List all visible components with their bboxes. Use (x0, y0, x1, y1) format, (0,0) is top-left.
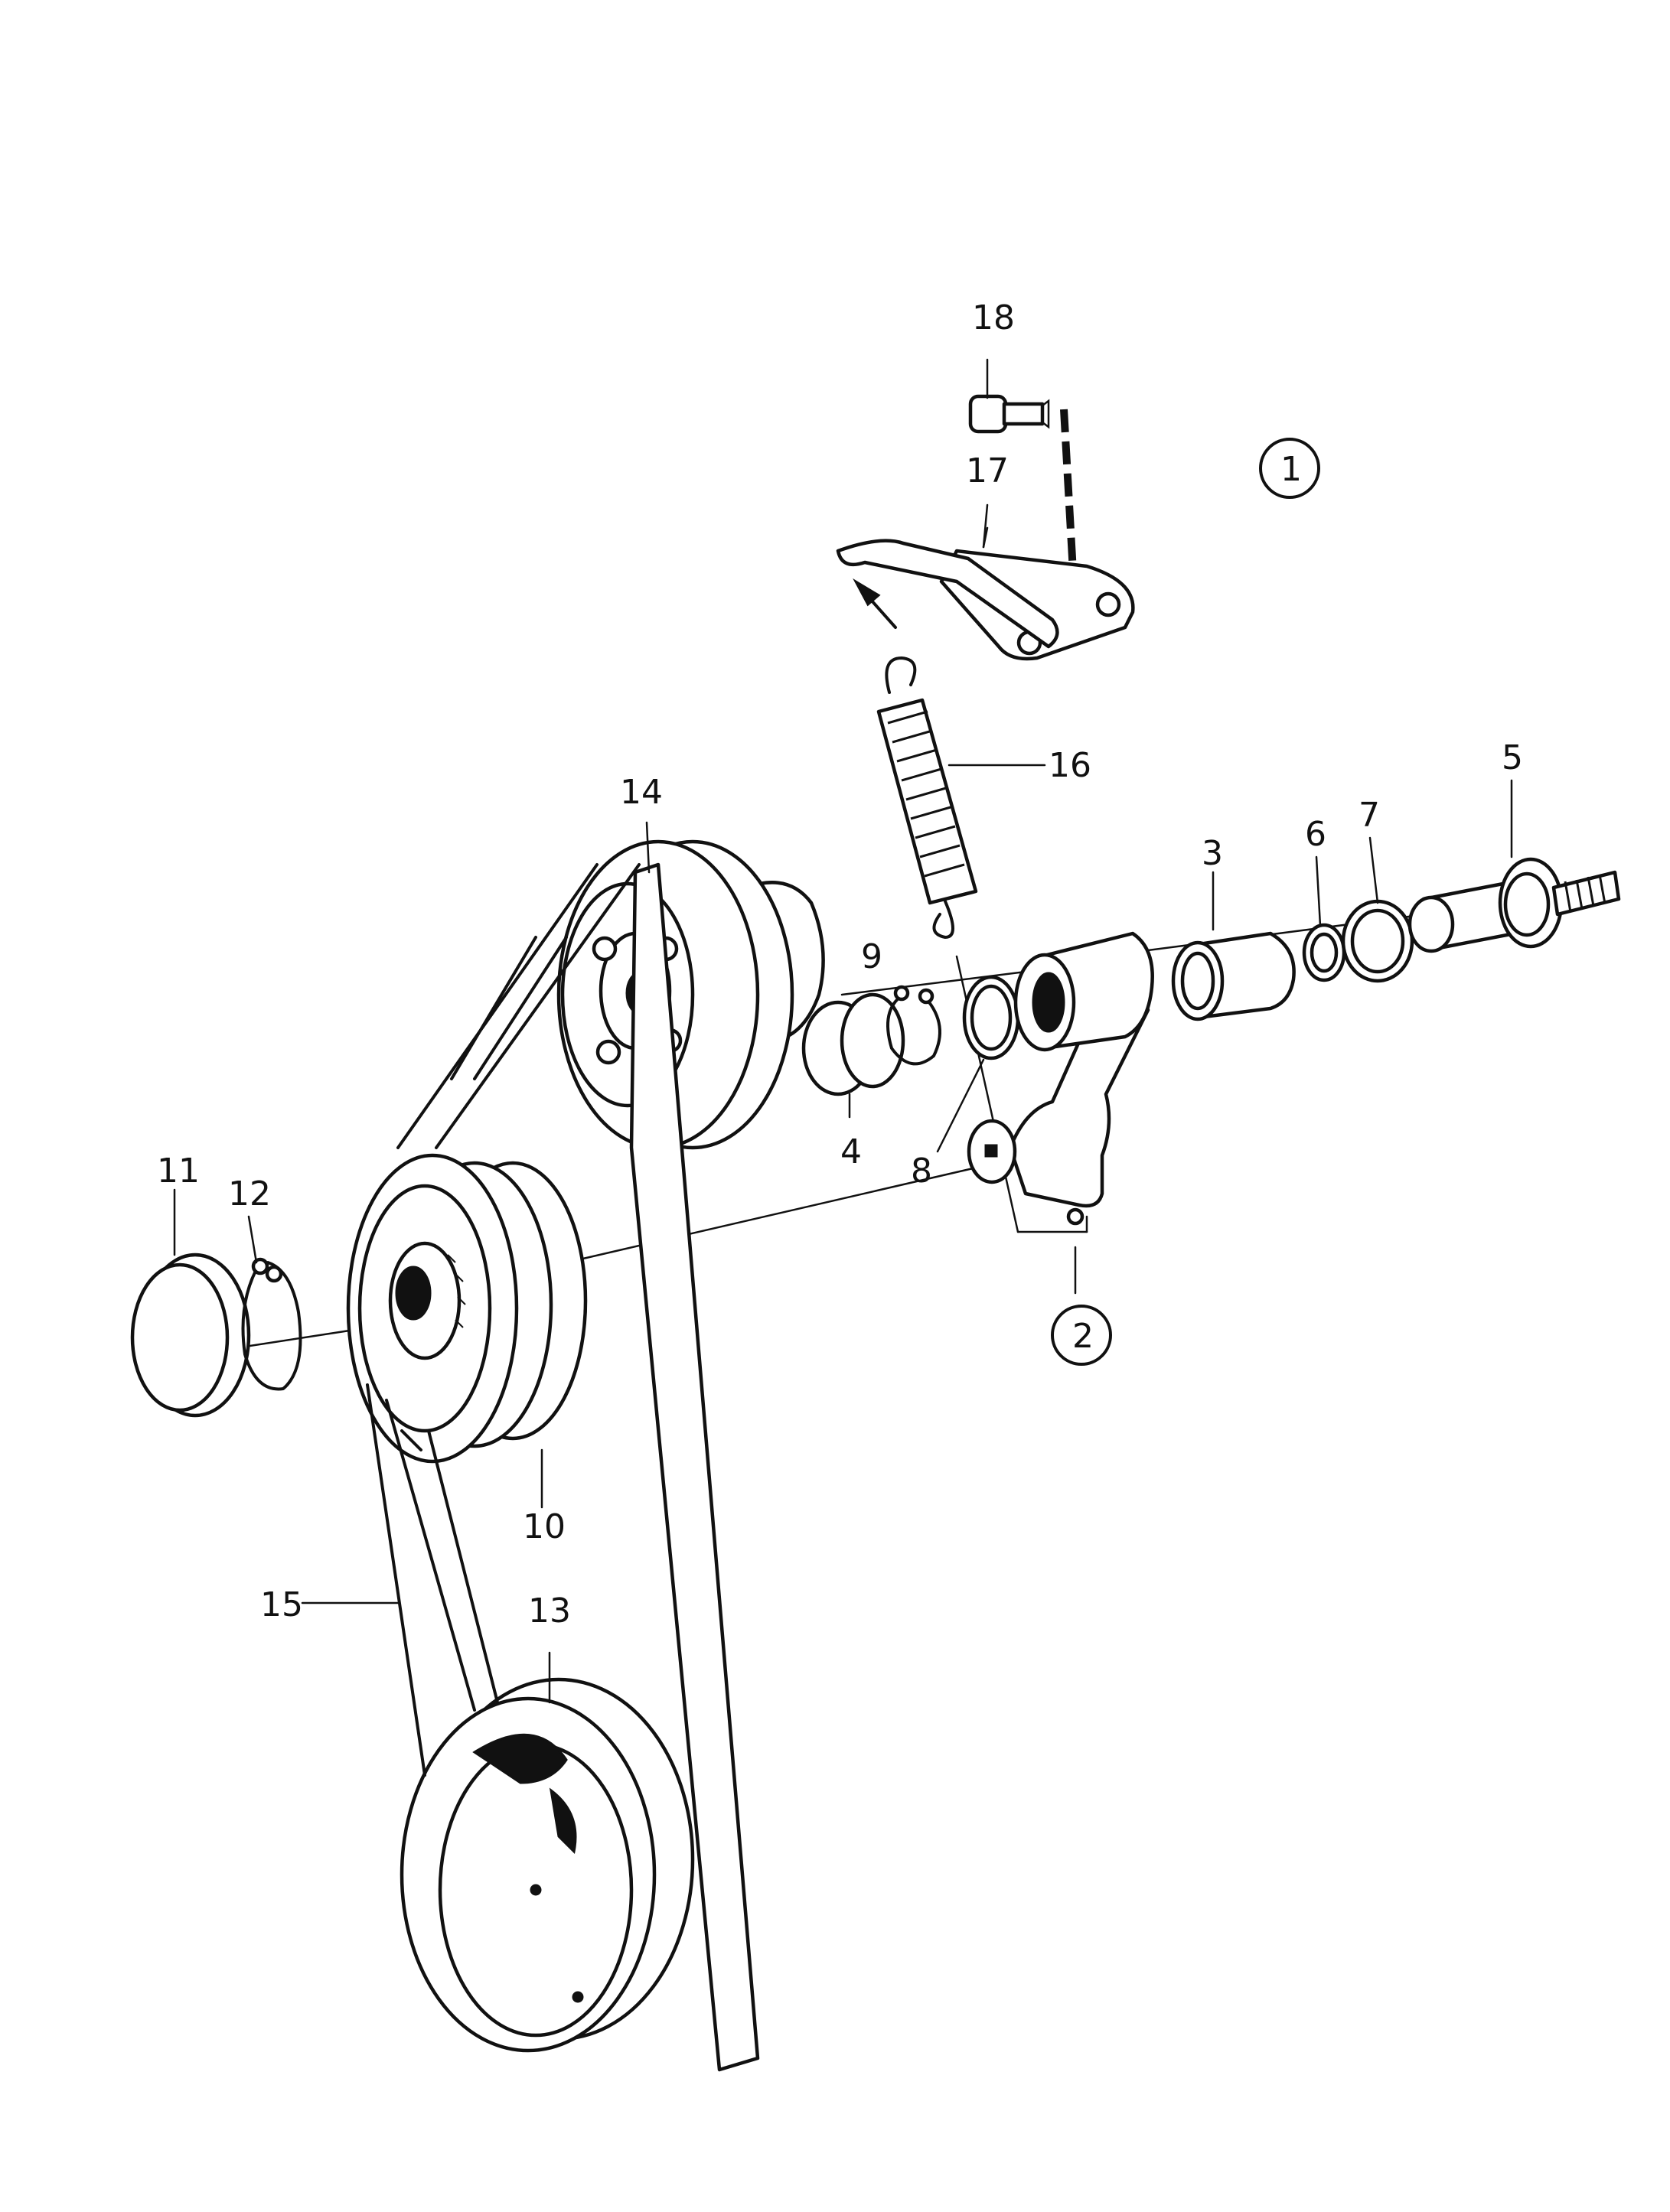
bracket-part-17 (836, 526, 1135, 661)
callout-8: 8 (911, 1152, 932, 1191)
spring-hook-arrow (853, 578, 897, 629)
callout-10: 10 (523, 1507, 566, 1546)
circled-ref-1-label: 1 (1280, 450, 1302, 489)
bushing-part-4 (801, 992, 905, 1096)
callout-17: 17 (966, 451, 1009, 490)
callout-5: 5 (1502, 738, 1523, 777)
circled-ref-1: 1 (1259, 438, 1320, 499)
callout-12: 12 (228, 1174, 271, 1214)
callout-numbers: 18 17 16 14 9 8 4 3 6 7 5 11 12 10 15 13 (157, 298, 1523, 1630)
washer-part-8 (962, 975, 1020, 1060)
seal-ring-part-7 (1341, 899, 1414, 983)
washer-part-6 (1302, 923, 1346, 982)
callout-14: 14 (620, 773, 663, 812)
sleeve-part-3 (1171, 931, 1296, 1021)
callout-13: 13 (528, 1591, 571, 1630)
v-belts-part-15 (366, 862, 760, 2072)
callout-18: 18 (972, 298, 1015, 337)
tensioner-arm-part-2 (967, 931, 1154, 1226)
circlip-part-12 (241, 1257, 302, 1391)
leader-lines (173, 358, 1513, 1704)
circled-ref-2-label: 2 (1072, 1317, 1094, 1356)
tension-spring-part-16 (876, 656, 978, 939)
cap-part-11 (130, 1253, 251, 1418)
circled-ref-2: 2 (1051, 1305, 1112, 1366)
callout-11: 11 (157, 1152, 200, 1191)
callout-15: 15 (260, 1585, 303, 1624)
callout-16: 16 (1049, 746, 1091, 785)
double-pulley-part-10 (346, 1153, 588, 1464)
callout-7: 7 (1359, 796, 1380, 835)
callout-3: 3 (1202, 834, 1223, 873)
callout-9: 9 (861, 937, 882, 976)
pivot-bolt-part-5 (1407, 857, 1621, 953)
callout-4: 4 (840, 1132, 862, 1171)
callout-6: 6 (1305, 815, 1326, 854)
crankshaft-pulley-part-13 (400, 1677, 695, 2053)
upper-pulley-part-14 (556, 839, 825, 1150)
circlip-part-9 (886, 985, 941, 1066)
